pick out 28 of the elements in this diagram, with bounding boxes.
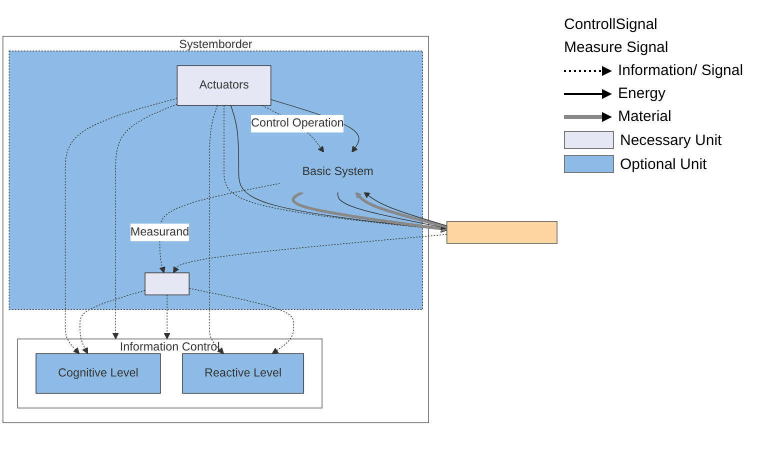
node-box <box>176 65 272 106</box>
legend-label: Energy <box>618 85 666 102</box>
legend-label: Information/ Signal <box>618 62 744 79</box>
edge-label: Measurand <box>130 226 190 238</box>
arrow <box>64 98 178 354</box>
node-box <box>144 272 190 296</box>
legend-label: Necessary Unit <box>620 132 722 148</box>
arrow <box>188 288 294 354</box>
cluster <box>8 50 423 310</box>
arrow <box>164 294 170 340</box>
arrow <box>337 192 448 230</box>
signal-label: Measure Signal <box>564 39 670 56</box>
node-bar <box>446 221 558 244</box>
arrow <box>112 104 178 340</box>
arrow <box>208 104 224 354</box>
node-box <box>36 353 161 394</box>
signal-label: ControllSignal <box>564 16 658 33</box>
node-text: Basic System <box>302 166 374 178</box>
edge-label: Control Operation <box>251 117 344 130</box>
cluster <box>17 338 322 408</box>
arrow <box>80 290 146 354</box>
arrow <box>292 190 448 232</box>
legend-label: Optional Unit <box>620 156 707 172</box>
legend-label: Material <box>618 108 672 125</box>
cluster <box>2 36 429 424</box>
arrow <box>173 234 448 274</box>
node-box <box>182 353 304 394</box>
arrow <box>159 183 281 274</box>
